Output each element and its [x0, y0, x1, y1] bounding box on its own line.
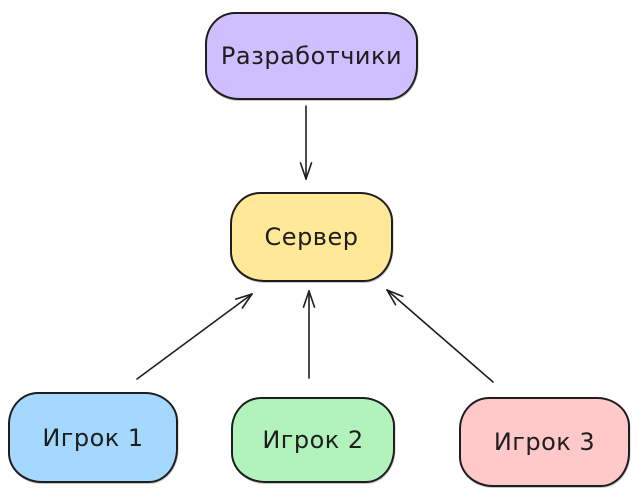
edge-player3-to-server [386, 289, 494, 383]
node-developers-label: Разработчики [220, 42, 403, 70]
edge-player2-to-server [302, 290, 316, 379]
node-player2: Игрок 2 [231, 397, 395, 483]
node-server-label: Сервер [264, 223, 359, 251]
edge-player1-to-server [136, 293, 253, 380]
edge-developers-to-server [299, 105, 313, 180]
node-developers: Разработчики [205, 12, 418, 100]
node-server: Сервер [230, 192, 393, 282]
node-player3-label: Игрок 3 [493, 428, 596, 456]
node-player1-label: Игрок 1 [42, 423, 144, 452]
node-player1: Игрок 1 [8, 392, 178, 483]
node-player2-label: Игрок 2 [262, 426, 364, 454]
node-player3: Игрок 3 [459, 397, 630, 487]
